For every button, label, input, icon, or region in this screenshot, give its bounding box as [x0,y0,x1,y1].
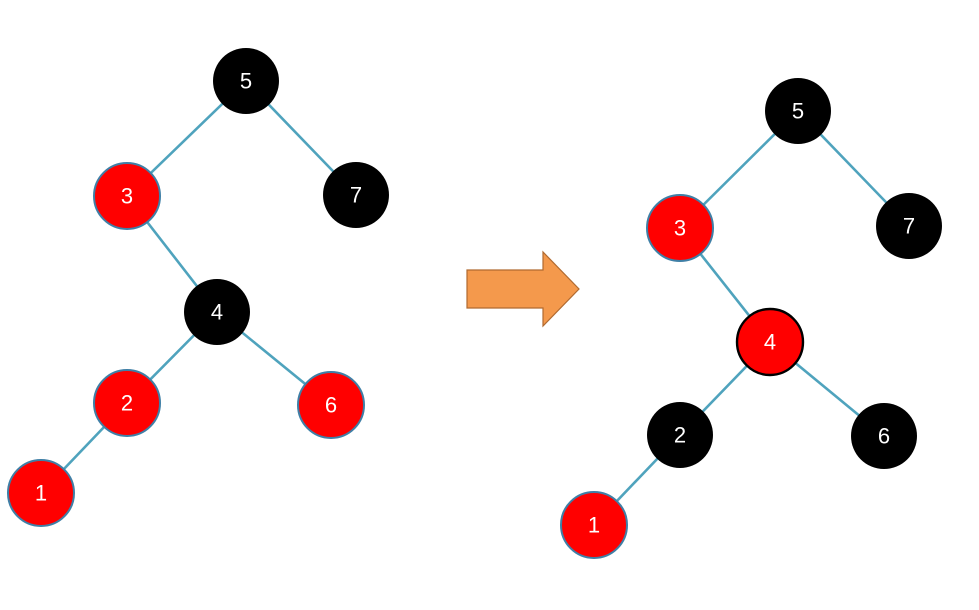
node-before-7: 7 [323,162,389,228]
node-label: 3 [121,184,133,209]
node-circle [7,459,75,527]
node-after-6: 6 [851,403,917,469]
node-circle [93,369,161,437]
node-label: 2 [674,423,686,448]
node-label: 5 [240,69,252,94]
node-label: 5 [792,99,804,124]
node-label: 6 [878,424,890,449]
node-circle [851,403,917,469]
node-circle [876,193,942,259]
node-circle [323,162,389,228]
node-before-2: 2 [93,369,161,437]
node-circle [560,491,628,559]
node-label: 1 [35,481,47,506]
node-before-5: 5 [213,48,279,114]
node-label: 7 [350,183,362,208]
node-circle [184,279,250,345]
tree-after: 5 3 7 4 2 6 1 [560,78,942,559]
node-after-2: 2 [647,402,713,468]
node-circle [735,307,805,377]
node-circle [213,48,279,114]
node-after-5: 5 [765,78,831,144]
node-before-4: 4 [184,279,250,345]
tree-before: 5 3 7 4 2 6 1 [7,48,389,527]
node-circle [297,371,365,439]
node-label: 1 [588,513,600,538]
node-label: 3 [674,216,686,241]
node-before-3: 3 [93,162,161,230]
node-before-1: 1 [7,459,75,527]
node-label: 4 [211,300,223,325]
node-before-6: 6 [297,371,365,439]
node-circle [646,194,714,262]
node-circle [765,78,831,144]
transition-arrow [466,250,580,328]
node-label: 2 [121,391,133,416]
right-arrow-icon [466,250,580,328]
node-label: 7 [903,214,915,239]
node-after-4: 4 [735,307,805,377]
node-circle [647,402,713,468]
node-label: 6 [325,393,337,418]
node-after-7: 7 [876,193,942,259]
node-after-3: 3 [646,194,714,262]
node-after-1: 1 [560,491,628,559]
node-circle [93,162,161,230]
node-label: 4 [764,330,776,355]
